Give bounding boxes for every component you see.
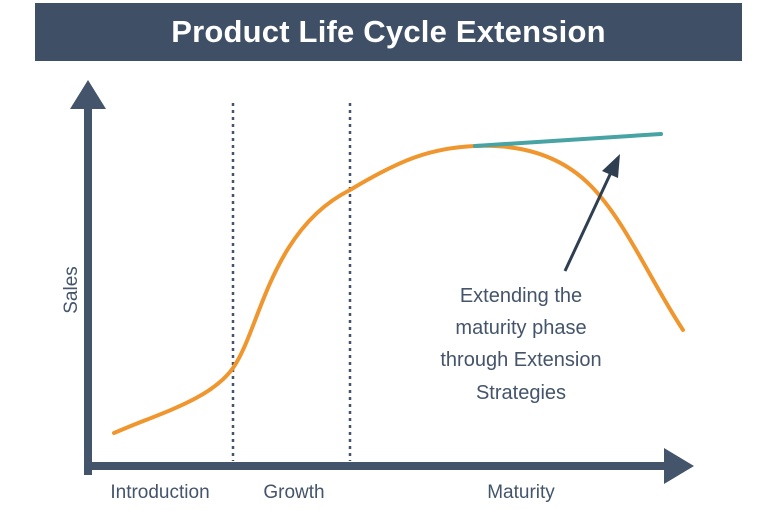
annotation-line-3: through Extension bbox=[440, 349, 601, 371]
diagram-title: Product Life Cycle Extension bbox=[171, 14, 606, 49]
annotation-arrow-line bbox=[563, 165, 616, 272]
annotation-line-2: maturity phase bbox=[455, 317, 586, 339]
y-axis-arrowhead bbox=[70, 80, 106, 109]
title-banner: Product Life Cycle Extension bbox=[35, 3, 742, 61]
annotation-arrowhead bbox=[602, 154, 620, 178]
annotation-line-1: Extending the bbox=[460, 285, 582, 307]
extension-line bbox=[473, 132, 663, 148]
sales-curve bbox=[112, 143, 685, 435]
stage-label-maturity: Maturity bbox=[487, 482, 555, 503]
stage-label-introduction: Introduction bbox=[110, 482, 209, 503]
y-axis-line bbox=[84, 103, 92, 475]
x-axis-line bbox=[84, 462, 666, 470]
x-axis-arrowhead bbox=[664, 448, 694, 484]
stage-label-growth: Growth bbox=[263, 482, 324, 503]
annotation-line-4: Strategies bbox=[476, 382, 566, 404]
y-axis-label: Sales bbox=[61, 266, 82, 314]
